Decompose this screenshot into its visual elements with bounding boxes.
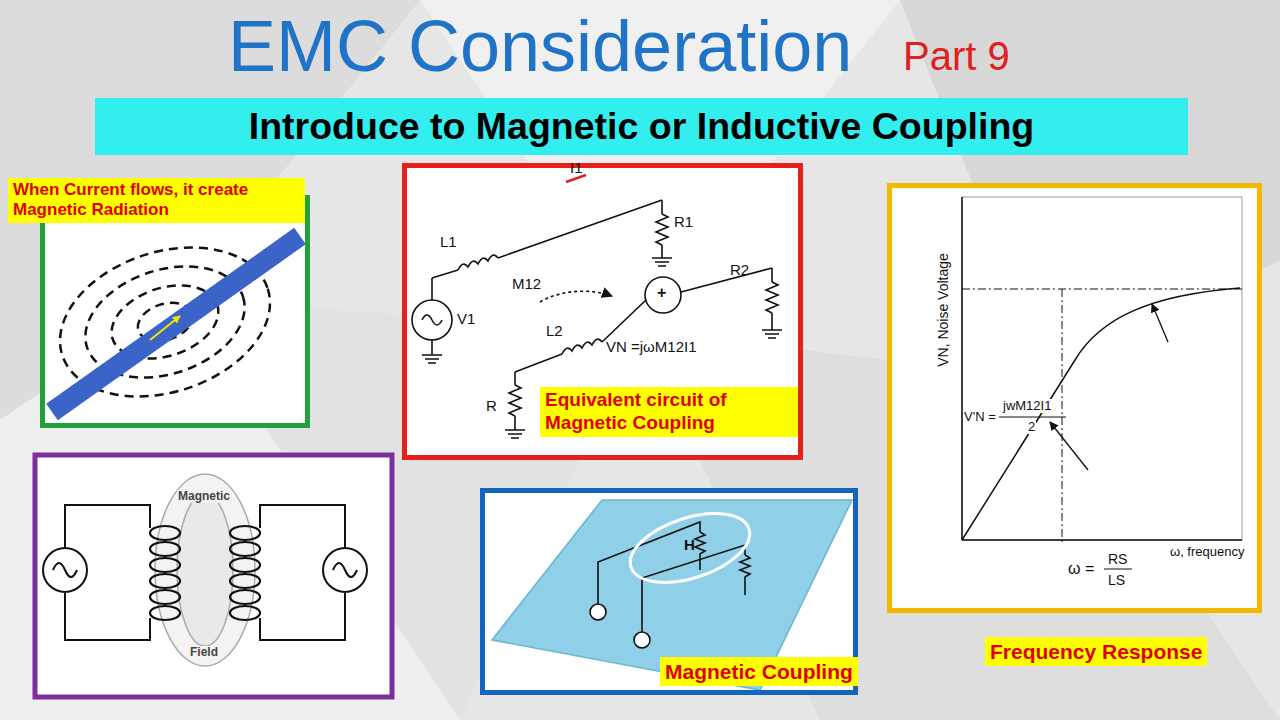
resistor-R	[509, 385, 521, 416]
diagram-label: 2	[1027, 420, 1036, 434]
transformer	[43, 474, 367, 666]
part-number: Part 9	[903, 34, 1010, 78]
diagram-label: R	[486, 398, 497, 415]
noise-source	[645, 277, 681, 313]
diagram-label: V1	[457, 311, 475, 328]
diagram-label: V'N =	[963, 410, 997, 424]
diagram-label: ω =	[1068, 560, 1094, 578]
title-band: Introduce to Magnetic or Inductive Coupl…	[95, 98, 1188, 155]
coil-winding	[150, 590, 180, 604]
coil-winding	[150, 558, 180, 572]
callout-label: When Current flows, it create Magnetic R…	[8, 178, 305, 223]
coil-winding	[230, 574, 260, 588]
axis-label: VN, Noise Voltage	[936, 253, 951, 367]
resistor-R1	[656, 214, 668, 245]
voltage-source	[412, 300, 452, 340]
panel-border	[35, 455, 392, 697]
coil-winding	[230, 606, 260, 620]
callout-label: Magnetic Coupling	[660, 657, 858, 686]
diagram-label: Magnetic	[177, 490, 231, 503]
resistor-R2	[766, 282, 778, 313]
banner-text: Introduce to Magnetic or Inductive Coupl…	[95, 98, 1188, 155]
diagram-label: jwM12I1	[1002, 399, 1052, 413]
diagram-label: L2	[546, 323, 563, 340]
coil-winding	[230, 590, 260, 604]
diagram-label: ω, frequency	[1170, 545, 1244, 559]
diagram-label: I1	[570, 160, 583, 177]
illustration-panel: Magnetic Coupling	[480, 488, 858, 695]
coil-winding	[230, 526, 260, 540]
coil-winding	[150, 574, 180, 588]
diagram-label: R2	[730, 262, 749, 279]
coil-winding	[150, 542, 180, 556]
current-wire-field	[41, 222, 300, 422]
illustration-panel: When Current flows, it create Magnetic R…	[40, 195, 310, 428]
coil-winding	[230, 542, 260, 556]
callout-label: Equivalent circuit of Magnetic Coupling	[540, 387, 798, 437]
panel-ground	[35, 163, 1262, 697]
coil-winding	[150, 526, 180, 540]
diagram-label: Field	[189, 646, 219, 659]
frequency-response-plot	[962, 197, 1242, 569]
coil-winding	[230, 558, 260, 572]
diagram-label: +	[657, 284, 666, 302]
inductor-L2	[562, 339, 602, 354]
diagram-label: LS	[1108, 573, 1125, 588]
title: EMC Consideration	[228, 4, 852, 88]
diagram-label: L1	[440, 234, 457, 251]
diagram-label: R1	[674, 214, 693, 231]
diagram-label: VN =jωM12I1	[606, 339, 697, 356]
diagram-label: M12	[512, 276, 541, 293]
coil-winding	[150, 606, 180, 620]
diagram-label: H	[684, 537, 695, 554]
callout-label: Frequency Response	[985, 637, 1207, 666]
diagram-label: RS	[1108, 552, 1127, 567]
inductor-L1	[458, 255, 498, 270]
